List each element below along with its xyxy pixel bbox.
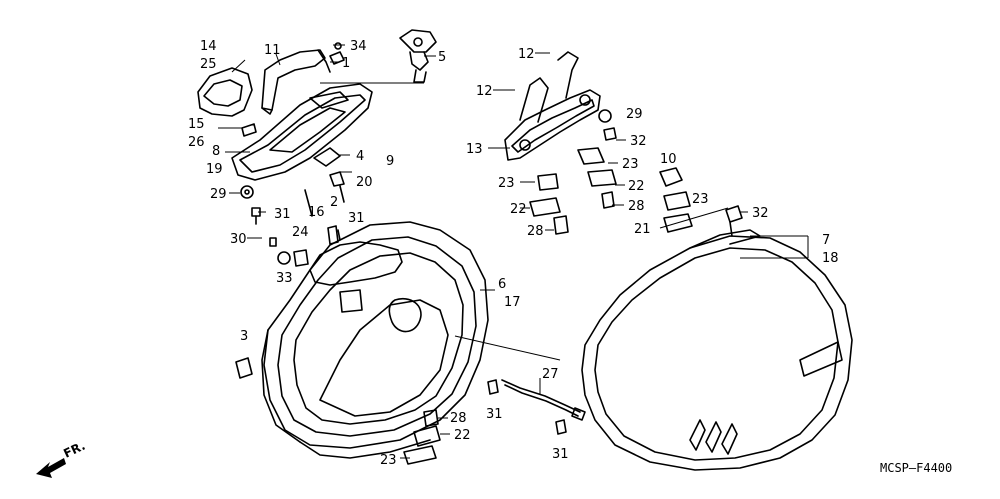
outer-lid	[581, 229, 853, 471]
callout-7: 7	[822, 233, 830, 248]
callout-28-a: 28	[450, 411, 467, 426]
callout-32-a: 32	[630, 134, 647, 149]
lock-rod	[501, 379, 586, 421]
callout-23-b: 23	[498, 176, 515, 191]
callout-2: 2	[330, 195, 338, 210]
callout-26: 26	[188, 135, 205, 150]
callout-22-b: 22	[628, 179, 645, 194]
hinge-cover	[197, 67, 253, 117]
callout-24: 24	[292, 225, 309, 240]
hinge-fasteners	[529, 109, 743, 237]
front-direction-arrow: FR.	[36, 439, 87, 478]
callout-22-a: 22	[454, 428, 471, 443]
callout-11: 11	[264, 43, 281, 58]
callout-31-d: 31	[552, 447, 569, 462]
callout-18: 18	[822, 251, 839, 266]
callout-28-c: 28	[527, 224, 544, 239]
callout-13: 13	[466, 142, 483, 157]
callout-3: 3	[240, 329, 248, 344]
callout-30: 30	[230, 232, 247, 247]
callout-labels: 14 25 11 34 1 5 15 26 8 19 4 9 20 29 31 …	[188, 39, 839, 468]
front-marker-label: FR.	[61, 439, 87, 461]
callout-12-a: 12	[518, 47, 535, 62]
callout-19: 19	[206, 162, 223, 177]
callout-9: 9	[386, 154, 394, 169]
callout-5: 5	[438, 50, 446, 65]
callout-32-b: 32	[752, 206, 769, 221]
callout-4: 4	[356, 149, 364, 164]
callout-12-b: 12	[476, 84, 493, 99]
callout-16: 16	[308, 205, 325, 220]
callout-34: 34	[350, 39, 367, 54]
callout-1: 1	[342, 56, 350, 71]
hinge-bracket	[504, 51, 601, 161]
callout-17: 17	[504, 295, 521, 310]
lid-cover	[231, 83, 373, 181]
callout-8: 8	[212, 144, 220, 159]
saddlebag-body	[261, 221, 489, 459]
callout-10: 10	[660, 152, 677, 167]
callout-33: 33	[276, 271, 293, 286]
callout-22-c: 22	[510, 202, 527, 217]
callout-15: 15	[188, 117, 205, 132]
callout-14: 14	[200, 39, 217, 54]
callout-31-a: 31	[274, 207, 291, 222]
callout-31-c: 31	[486, 407, 503, 422]
callout-21: 21	[634, 222, 651, 237]
fasteners	[235, 42, 567, 465]
callout-6: 6	[498, 277, 506, 292]
callout-25: 25	[200, 57, 217, 72]
figure-code: MCSP—F4400	[880, 461, 952, 475]
carry-handle	[261, 49, 331, 115]
leader-lines	[218, 44, 809, 459]
key-lock	[399, 29, 437, 83]
callout-31-b: 31	[348, 211, 365, 226]
callout-23-a: 23	[380, 453, 397, 468]
callout-23-c: 23	[622, 157, 639, 172]
callout-20: 20	[356, 175, 373, 190]
callout-29: 29	[210, 187, 227, 202]
callout-29-b: 29	[626, 107, 643, 122]
callout-28-b: 28	[628, 199, 645, 214]
callout-27: 27	[542, 367, 559, 382]
callout-23-d: 23	[692, 192, 709, 207]
